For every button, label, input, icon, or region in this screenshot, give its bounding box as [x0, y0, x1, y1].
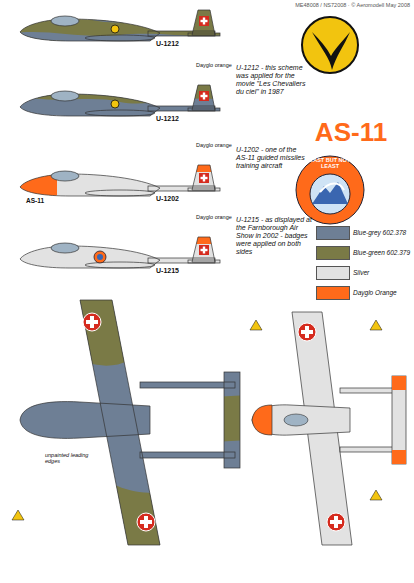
badge-text: LAST BUT NOT LEAST	[306, 157, 354, 170]
upper-plan-view	[12, 312, 406, 545]
serial-code: U-1212	[156, 115, 196, 123]
legend-swatch	[316, 286, 350, 300]
legend-swatch	[316, 226, 350, 240]
legend-swatch	[316, 246, 350, 260]
legend-text: Dayglo Orange	[353, 289, 411, 296]
side-profile	[15, 80, 225, 120]
side-profile	[15, 5, 225, 45]
callout-note: Dayglo orange	[196, 214, 234, 220]
callout-note: Dayglo orange	[196, 142, 234, 148]
serial-code: U-1202	[156, 195, 196, 203]
legend-text: Silver	[353, 269, 411, 276]
serial-code: U-1212	[156, 40, 196, 48]
title-mark: AS-11	[296, 118, 406, 148]
callout-note: Dayglo orange	[196, 62, 234, 68]
scheme-note: U-1212 - this scheme was applied for the…	[236, 64, 312, 96]
header-note: ME48008 / NS72008 · © Aeromodell May 200…	[200, 2, 410, 8]
side-profile	[15, 160, 225, 200]
side-profile	[15, 232, 225, 272]
marking-text: AS-11	[26, 197, 56, 204]
serial-code: U-1215	[156, 267, 196, 275]
legend-swatch	[316, 266, 350, 280]
unit-emblem	[302, 17, 358, 73]
callout-note: unpainted leading edges	[44, 452, 92, 465]
scheme-note: U-1202 - one of the AS-11 guided missile…	[236, 146, 308, 170]
scheme-note: U-1215 - as displayed at the Farnborough…	[236, 216, 312, 256]
legend-text: Blue-green 602.379	[353, 249, 411, 256]
underside-plan-view	[10, 290, 250, 550]
squadron-badge	[296, 156, 364, 224]
legend-text: Blue-grey 602.378	[353, 229, 411, 236]
